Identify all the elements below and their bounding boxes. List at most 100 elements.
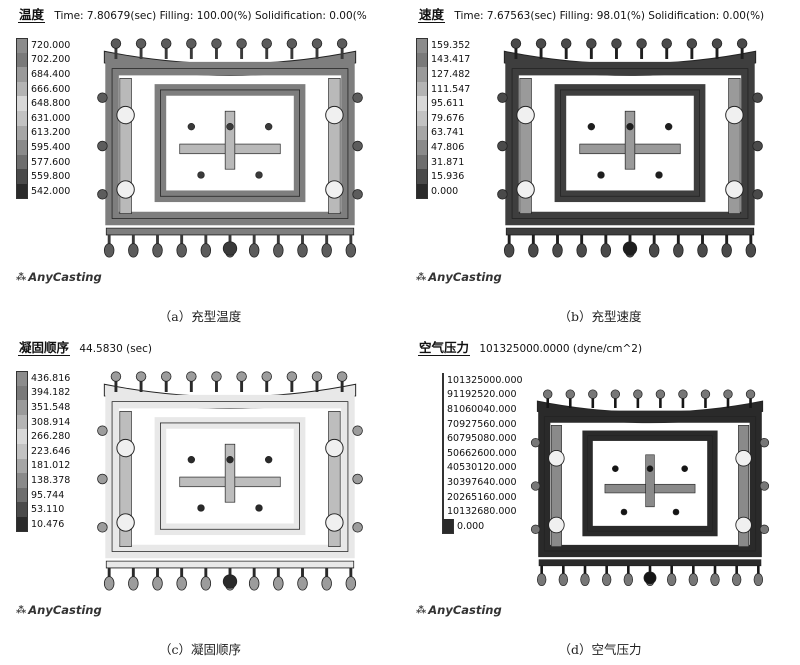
legend-swatch — [16, 414, 28, 430]
panel-header: 空气压力 101325000.0000 (dyne/cm^2) — [418, 337, 642, 356]
legend-value: 351.548 — [31, 401, 71, 413]
legend-row: 40530120.000 — [442, 460, 517, 476]
legend-swatch — [416, 169, 428, 184]
legend-swatch — [442, 402, 444, 417]
logo-mark-icon: ⁂ — [416, 271, 426, 283]
legend-value: 394.182 — [31, 387, 71, 399]
legend-swatch — [416, 38, 428, 53]
legend-row: 223.646 — [16, 443, 72, 459]
legend-swatch — [442, 387, 444, 403]
legend-row: 648.800 — [16, 96, 72, 111]
panel-air-pressure: 空气压力 101325000.0000 (dyne/cm^2) 10132500… — [400, 333, 800, 665]
anycasting-logo: ⁂ AnyCasting — [416, 603, 502, 617]
legend-swatch — [16, 169, 28, 184]
legend-value: 436.816 — [31, 372, 71, 384]
legend-swatch — [416, 96, 428, 111]
legend-swatch — [16, 487, 28, 503]
legend-swatch — [16, 140, 28, 155]
legend-row: 613.200 — [16, 125, 72, 141]
legend-value: 666.600 — [31, 83, 71, 95]
legend-row: 95.611 — [416, 96, 472, 111]
legend-value: 79.676 — [431, 112, 465, 124]
legend-swatch — [442, 460, 444, 476]
legend-row: 0.000 — [442, 518, 498, 534]
legend-swatch — [416, 67, 428, 82]
legend-value: 308.914 — [31, 416, 71, 428]
legend-row: 0.000 — [416, 183, 472, 199]
legend-value: 159.352 — [431, 39, 471, 51]
legend-row: 20265160.000 — [442, 489, 517, 505]
legend-swatch — [16, 443, 28, 459]
panel-title: 温度 — [18, 7, 46, 23]
legend-swatch — [416, 154, 428, 170]
legend-row: 81060040.000 — [442, 402, 517, 417]
legend-row: 60795080.000 — [442, 431, 517, 446]
legend-row: 702.200 — [16, 52, 72, 68]
legend-value: 10132680.000 — [447, 506, 517, 518]
anycasting-logo: ⁂ AnyCasting — [416, 270, 502, 284]
legend-value: 47.806 — [431, 141, 465, 153]
panel-header: 温度 Time: 7.80679(sec) Filling: 100.00(%)… — [18, 4, 367, 23]
legend-swatch — [16, 67, 28, 82]
legend-swatch — [442, 489, 444, 505]
panel-info: Time: 7.80679(sec) Filling: 100.00(%) So… — [54, 10, 367, 22]
legend-swatch — [16, 110, 28, 126]
legend-row: 559.800 — [16, 169, 72, 184]
legend-swatch — [416, 110, 428, 126]
legend-row: 577.600 — [16, 154, 72, 170]
panel-title: 空气压力 — [418, 340, 471, 356]
legend-row: 159.352 — [416, 38, 472, 53]
legend-row: 53.110 — [16, 502, 72, 517]
legend-value: 50662600.000 — [447, 447, 517, 459]
legend-row: 63.741 — [416, 125, 472, 141]
legend-row: 31.871 — [416, 154, 472, 170]
legend-value: 0.000 — [457, 520, 485, 532]
figure-caption: （d）空气压力 — [558, 642, 642, 657]
legend-row: 684.400 — [16, 67, 72, 82]
legend-row: 10.476 — [16, 516, 72, 532]
legend-swatch — [416, 140, 428, 155]
legend-row: 70927560.000 — [442, 416, 517, 432]
legend-swatch — [442, 445, 444, 461]
legend-row: 15.936 — [416, 169, 472, 184]
legend-value: 91192520.000 — [447, 389, 517, 401]
legend-value: 30397640.000 — [447, 476, 517, 488]
legend-row: 308.914 — [16, 414, 72, 430]
legend-swatch — [16, 429, 28, 444]
legend-row: 143.417 — [416, 52, 472, 68]
legend-swatch — [16, 400, 28, 415]
logo-text: AnyCasting — [28, 270, 102, 284]
legend-swatch — [16, 81, 28, 97]
legend-swatch — [442, 416, 444, 432]
legend-swatch — [416, 125, 428, 141]
legend-swatch — [16, 183, 28, 199]
legend-value: 81060040.000 — [447, 403, 517, 415]
legend-value: 595.400 — [31, 141, 71, 153]
legend-row: 666.600 — [16, 81, 72, 97]
legend-value: 559.800 — [31, 171, 71, 183]
legend-row: 91192520.000 — [442, 387, 517, 403]
legend-value: 631.000 — [31, 112, 71, 124]
logo-text: AnyCasting — [428, 603, 502, 617]
legend-row: 50662600.000 — [442, 445, 517, 461]
logo-text: AnyCasting — [428, 270, 502, 284]
legend-value: 101325000.000 — [447, 374, 523, 386]
anycasting-logo: ⁂ AnyCasting — [16, 603, 102, 617]
legend-row: 101325000.000 — [442, 373, 523, 388]
legend-swatch — [442, 431, 444, 446]
anycasting-logo: ⁂ AnyCasting — [16, 270, 102, 284]
legend-value: 0.000 — [431, 185, 459, 197]
legend-row: 266.280 — [16, 429, 72, 444]
legend-value: 684.400 — [31, 68, 71, 80]
legend-value: 138.378 — [31, 474, 71, 486]
panel-info: 101325000.0000 (dyne/cm^2) — [479, 343, 643, 355]
legend-row: 542.000 — [16, 183, 72, 199]
legend-swatch — [442, 504, 444, 519]
legend-swatch — [16, 516, 28, 532]
legend-swatch — [416, 81, 428, 97]
legend-swatch — [16, 502, 28, 517]
legend-row: 631.000 — [16, 110, 72, 126]
